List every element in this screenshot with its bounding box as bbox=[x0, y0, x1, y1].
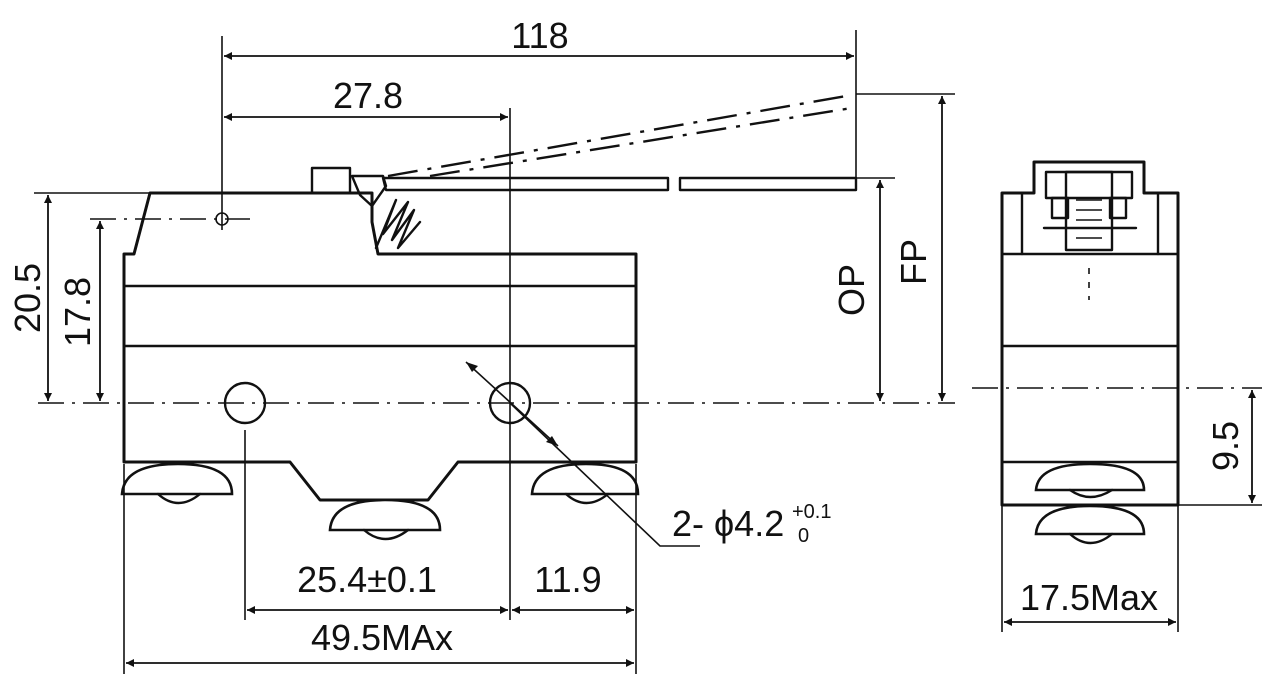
terminal-right-foot bbox=[564, 492, 610, 505]
dim-17-8-label: 17.8 bbox=[57, 277, 98, 347]
front-view bbox=[38, 36, 955, 620]
hole-tolerance-upper: +0.1 bbox=[792, 501, 831, 523]
dim-op-label: OP bbox=[831, 264, 872, 316]
lever-tip bbox=[678, 176, 858, 192]
dim-11-9-label: 11.9 bbox=[534, 559, 601, 600]
dim-118-label: 118 bbox=[511, 15, 568, 56]
lever-hinge bbox=[350, 174, 388, 208]
lever-travel-path-2 bbox=[429, 106, 853, 178]
dim-op-fp: OP FP bbox=[831, 93, 955, 401]
side-terminal-upper bbox=[1034, 462, 1146, 492]
dim-25-4-label: 25.4±0.1 bbox=[297, 559, 437, 600]
dim-20-5-label: 20.5 bbox=[7, 263, 48, 333]
hole-callout: 2- ϕ4.2 +0.1 0 bbox=[465, 361, 831, 547]
side-terminal-lower bbox=[1034, 504, 1146, 536]
lever-spring bbox=[374, 198, 422, 250]
terminal-right bbox=[530, 462, 640, 496]
switch-body bbox=[122, 191, 638, 502]
hole-tolerance-lower: 0 bbox=[798, 525, 809, 547]
lever-travel-path bbox=[387, 93, 853, 178]
dim-overall-length: 118 bbox=[224, 15, 857, 178]
dim-side: 9.5 17.5Max bbox=[1001, 390, 1262, 632]
dim-27-8-label: 27.8 bbox=[333, 75, 403, 116]
dim-bottom: 25.4±0.1 11.9 49.5MAx bbox=[123, 430, 637, 674]
terminal-left bbox=[120, 462, 234, 496]
side-view bbox=[972, 160, 1262, 545]
plunger bbox=[310, 166, 352, 195]
hole-callout-label: 2- ϕ4.2 bbox=[672, 503, 784, 544]
terminal-left-foot bbox=[156, 492, 202, 505]
side-body bbox=[1000, 160, 1180, 507]
dim-49-5-label: 49.5MAx bbox=[311, 617, 453, 658]
dim-lever-pivot: 27.8 bbox=[224, 75, 508, 121]
terminal-center-foot bbox=[362, 528, 410, 541]
dim-heights: 20.5 17.8 bbox=[7, 192, 150, 401]
terminal-center bbox=[328, 498, 442, 532]
dim-fp-label: FP bbox=[893, 239, 934, 285]
dim-9-5-label: 9.5 bbox=[1205, 421, 1246, 471]
dim-17-5-label: 17.5Max bbox=[1020, 577, 1158, 618]
lever-arm bbox=[381, 176, 670, 192]
